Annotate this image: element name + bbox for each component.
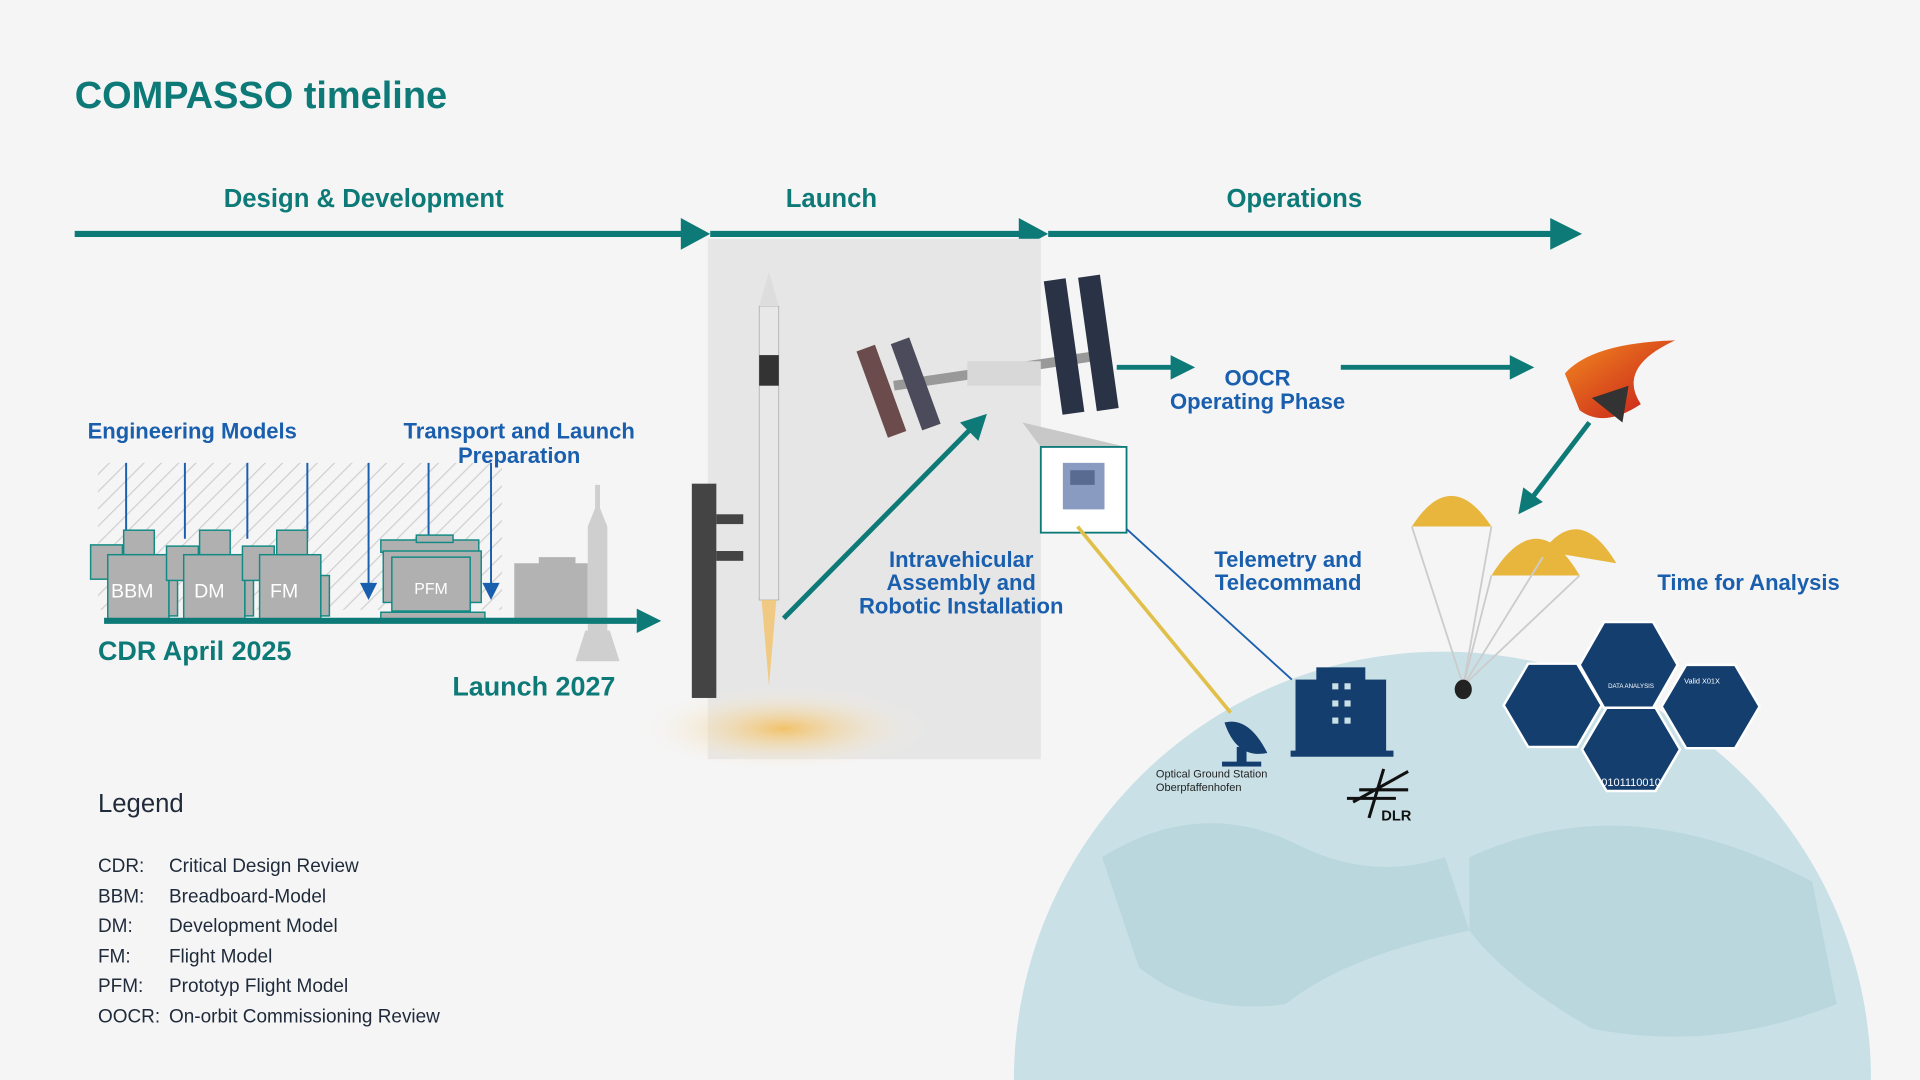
oocr-label-2: Operating Phase [1170, 389, 1345, 414]
cdr-label: CDR April 2025 [98, 636, 292, 666]
telemetry-label-1: Telemetry and [1214, 547, 1362, 572]
control-center-building-icon [1290, 667, 1394, 757]
arrow-head-icon [960, 413, 987, 441]
legend-abbr: CDR: [98, 856, 144, 877]
legend-text: On-orbit Commissioning Review [169, 1006, 440, 1027]
launch-date-label: Launch 2027 [452, 672, 615, 702]
arrow-right-icon [636, 608, 662, 634]
telemetry-label-2: Telecommand [1215, 570, 1362, 595]
launch-tower-icon [691, 483, 744, 698]
model-pfm: PFM [414, 581, 448, 598]
data-analysis-text: DATA ANALYSIS [1608, 683, 1654, 690]
intravehicular-label-2: Assembly and [887, 570, 1036, 595]
intravehicular-label-1: Intravehicular [889, 547, 1034, 572]
binary-data-hex-icon [1580, 706, 1682, 793]
intravehicular-label-3: Robotic Installation [859, 593, 1063, 618]
arrow-down-icon [482, 582, 500, 600]
legend-abbr: OOCR: [98, 1006, 160, 1027]
page-title: COMPASSO timeline [75, 75, 447, 117]
model-fm: FM [270, 581, 298, 603]
arrow-right-icon [1509, 355, 1535, 380]
transport-vehicle-icon [514, 557, 588, 619]
oocr-label-1: OOCR [1225, 366, 1291, 391]
legend-abbr: PFM: [98, 976, 143, 997]
dlr-logo: DLR [1346, 768, 1412, 824]
legend-text: Breadboard-Model [169, 886, 326, 907]
svg-text:DLR: DLR [1381, 808, 1412, 824]
validation-hex-icon [1660, 663, 1762, 750]
data-analysis-hex-icon [1578, 620, 1679, 709]
legend-list: CDR: Critical Design Review BBM: Breadbo… [98, 856, 440, 1028]
engineering-models-label: Engineering Models [88, 418, 297, 443]
legend-abbr: DM: [98, 916, 133, 937]
launch-panel [707, 238, 1041, 760]
legend-title: Legend [98, 790, 184, 818]
reentry-capsule-icon [1564, 340, 1676, 423]
telemetry-link-line [1125, 528, 1293, 681]
arrow-down-icon [360, 582, 378, 600]
parachutes-icon [1410, 495, 1617, 700]
phase-launch: Launch [786, 185, 877, 213]
analysis-hexagons [1502, 620, 1762, 793]
optical-link-beam [1076, 525, 1233, 714]
model-arrows [125, 462, 492, 586]
model-bbm: BBM [111, 581, 153, 603]
launch-plume [636, 685, 931, 772]
launch-to-iss-arrow [781, 424, 976, 621]
valid-text: Valid X01X [1684, 676, 1720, 685]
legend-text: Critical Design Review [169, 856, 359, 877]
arrow-head-icon [1518, 487, 1543, 515]
model-dm: DM [194, 581, 224, 603]
arrow-right-icon [1170, 355, 1196, 380]
legend-text: Prototyp Flight Model [169, 976, 348, 997]
reentry-to-parachute-arrow [1528, 420, 1592, 502]
phase-design-development: Design & Development [224, 185, 504, 213]
analysis-label: Time for Analysis [1657, 570, 1839, 595]
legend-abbr: BBM: [98, 886, 144, 907]
binary-text: 0101110010 [1601, 777, 1661, 789]
phase-operations: Operations [1226, 185, 1362, 213]
small-rocket-icon [575, 484, 620, 662]
payload-icon [1062, 462, 1105, 510]
legend-abbr: FM: [98, 946, 131, 967]
phase-arrows [74, 217, 1583, 250]
transport-label-1: Transport and Launch [404, 418, 635, 443]
model-boxes [89, 529, 486, 623]
rocket-icon [758, 271, 780, 686]
ogs-label-2: Oberpfaffenhofen [1156, 782, 1242, 794]
legend-text: Flight Model [169, 946, 272, 967]
iss-icon [856, 274, 1119, 438]
ogs-label-1: Optical Ground Station [1156, 769, 1267, 781]
ground-station-dish-icon [1222, 721, 1268, 767]
legend-text: Development Model [169, 916, 338, 937]
